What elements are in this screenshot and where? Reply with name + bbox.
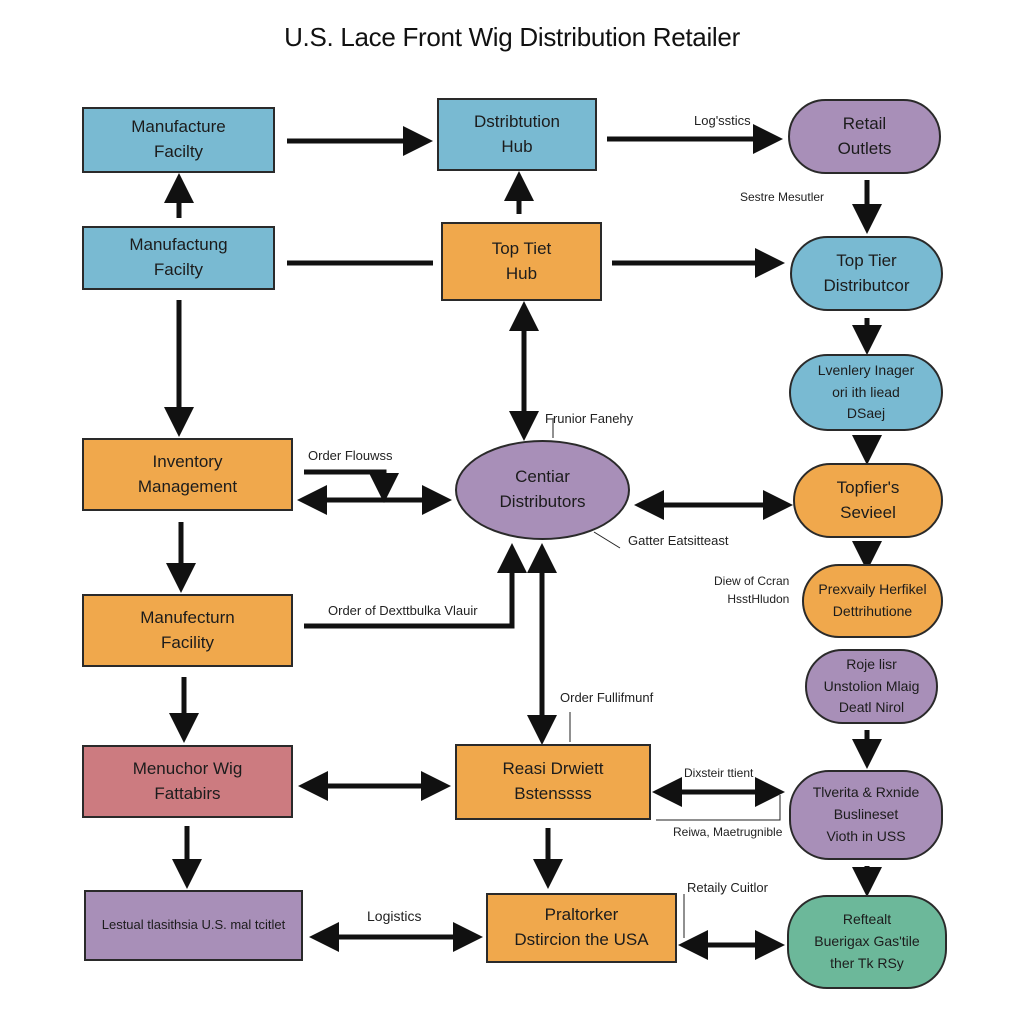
node-lestal-retailer: Lestual tlasithsia U.S. mal tcitlet [84,890,303,961]
label-diew-of-crown: Diew of Ccran HsstHludon [714,574,790,606]
node-manufecturn-facility: Manufecturn Facility [82,594,293,667]
label-order-fulfillment: Order Fullifmunf [560,690,654,705]
node-distribution-hub: Dstribtution Hub [437,98,597,171]
node-rojeller-unstation: Roje lisr Unstolion Mlaig Deatl Nirol [805,649,938,724]
node-reasi-brewett: Reasi Drwiett Bstenssss [455,744,651,820]
label-gatter-eatsiteast: Gatter Eatsitteast [628,533,729,548]
diagram-title: U.S. Lace Front Wig Distribution Retaile… [284,22,740,52]
connector-line [656,795,781,821]
node-previously-heritage: Prexvaily Herfikel Dettrihutione [802,564,943,638]
label-distributor-client: Dixsteir ttient [684,766,754,780]
arrow-order-distribution [304,542,527,629]
label-reiwa-merchandise: Reiwa, Maetrugnible [673,825,783,839]
node-manufacturer-wig: Menuchor Wig Fattabirs [82,745,293,818]
node-manufacture-facility: Manufacture Facilty [82,107,275,173]
connector-line [593,531,621,549]
label-sestra-mesutler: Sestre Mesutler [740,190,825,204]
node-manufacturing-facility: Manufactung Facilty [82,226,275,290]
node-retail-outlets: Retail Outlets [788,99,941,174]
label-logistics-top: Log'sstics [694,113,751,128]
node-inventory-manager: Lvenlery Inager ori ith liead DSaej [789,354,943,431]
node-retail-beverage: Reftealt Buerigax Gas'tile ther Tk RSy [787,895,947,989]
node-topfiers-service: Topfier's Sevieel [793,463,943,538]
node-inventory-management: Inventory Management [82,438,293,511]
label-order-flows: Order Flouwss [308,448,393,463]
label-frunior-fanehy: Frunior Fanehy [545,411,634,426]
node-diversity-businesses: Tlverita & Rxnide Buslineset Vioth in US… [789,770,943,860]
arrow-order-flows [304,469,399,504]
node-central-distributors: Centiar Distributors [455,440,630,540]
label-retaily-cuitlor: Retaily Cuitlor [687,880,768,895]
label-order-distribution-flow: Order of Dexttbulka Vlauir [328,603,478,618]
label-logistics-bottom: Logistics [367,908,422,924]
node-top-tier-hub: Top Tiet Hub [441,222,602,301]
node-praltorker: Praltorker Dstircion the USA [486,893,677,963]
node-top-tier-distributor: Top Tier Distributcor [790,236,943,311]
